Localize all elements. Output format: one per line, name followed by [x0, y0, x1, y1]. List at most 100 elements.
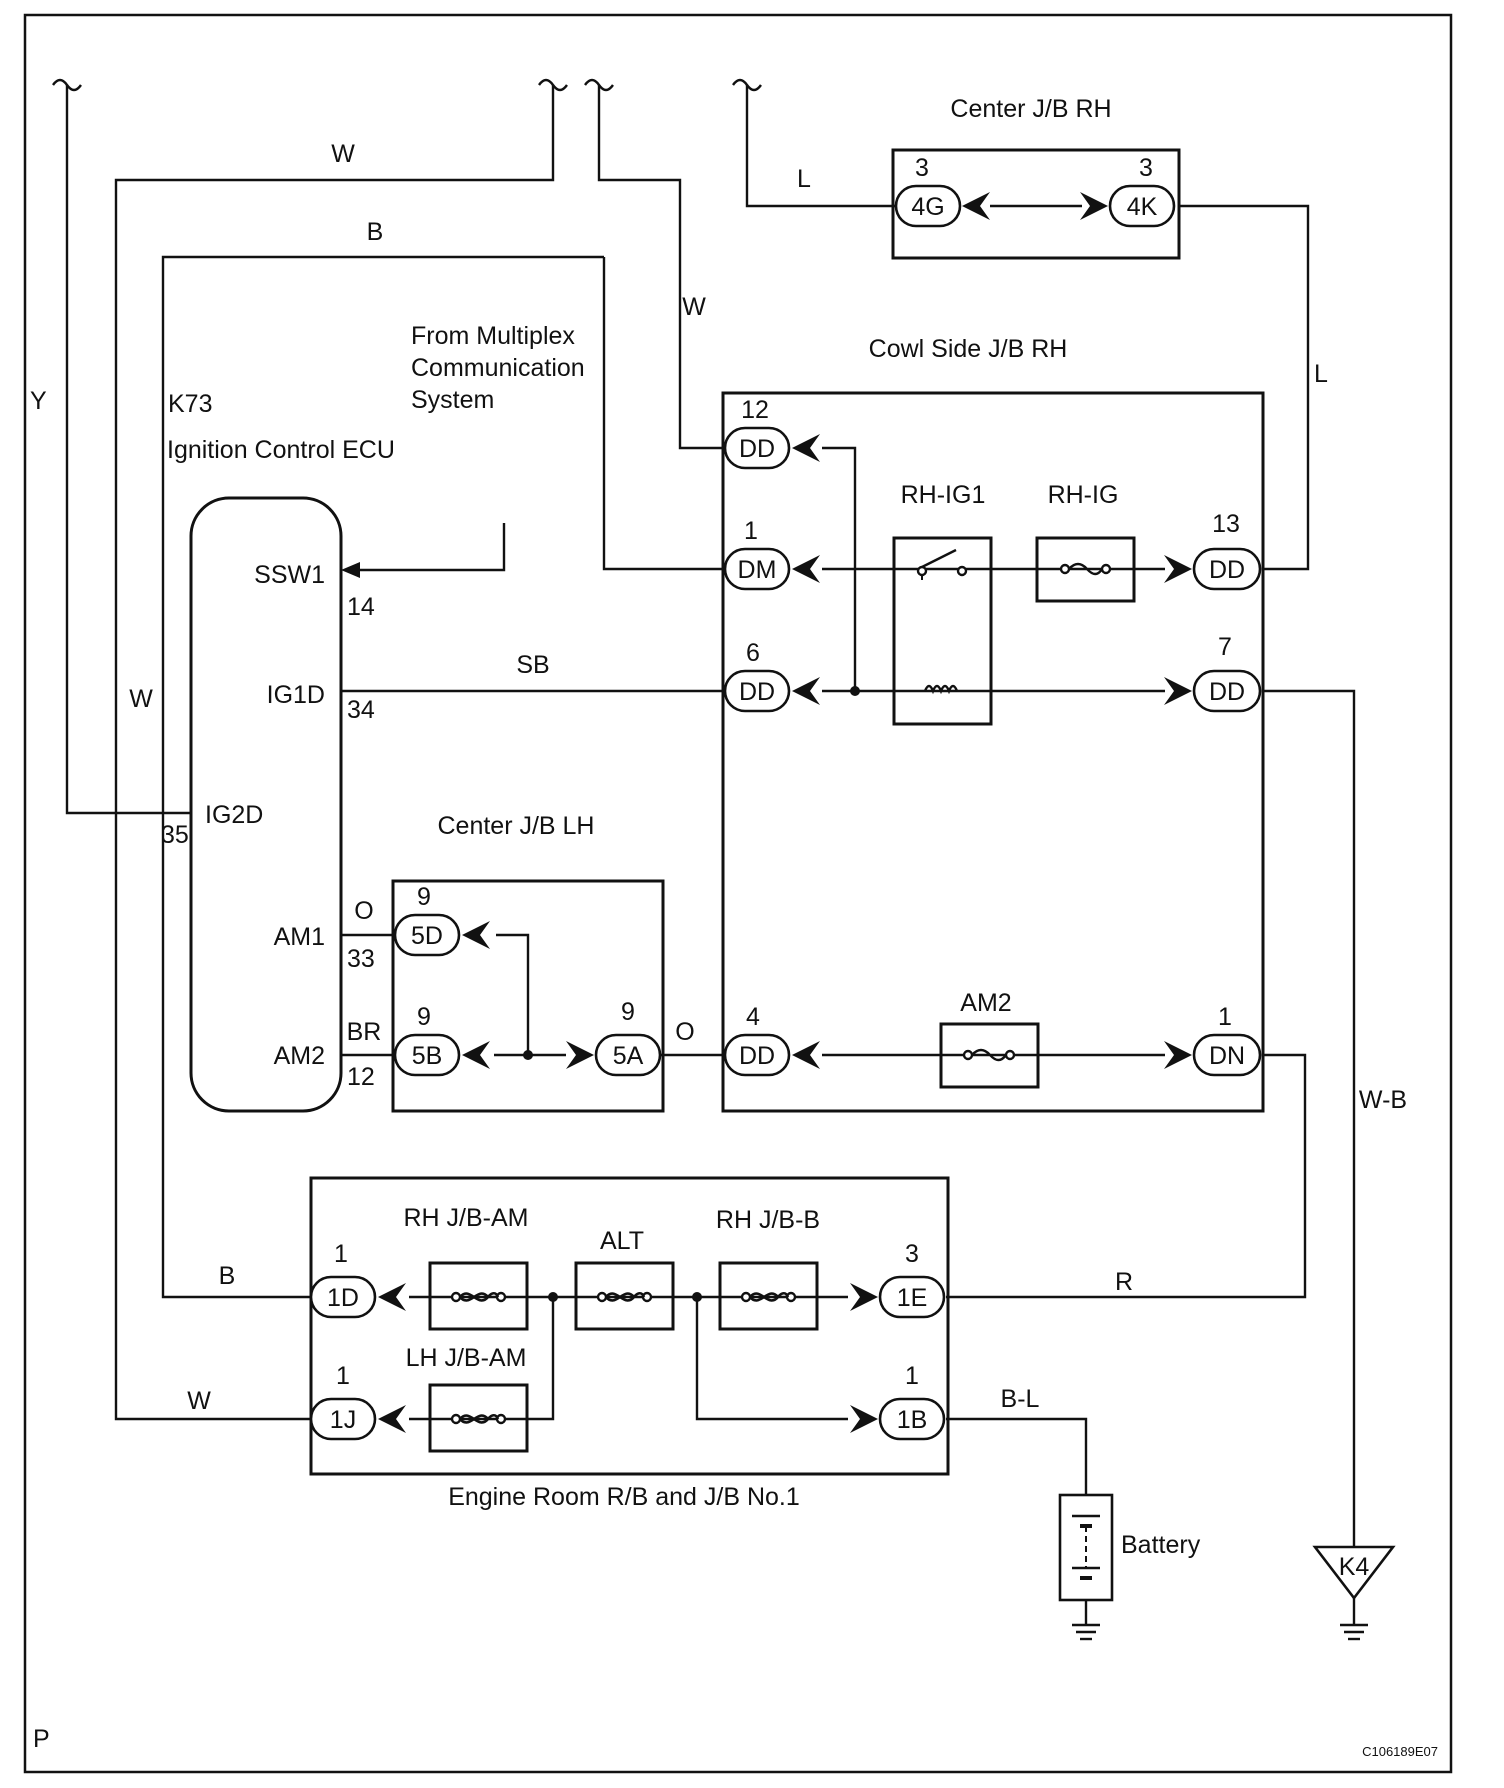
svg-text:1: 1 — [744, 517, 758, 545]
connector-5d: 5D 9 — [393, 883, 490, 957]
svg-text:7: 7 — [1218, 633, 1232, 661]
break-mark — [538, 78, 568, 92]
wire-label-w-left: W — [129, 685, 153, 713]
wire-label-sb: SB — [516, 651, 549, 679]
wire-dn-r — [946, 1053, 1307, 1299]
cowl-side-jb-rh-box — [721, 391, 1265, 1113]
fuse-am2-label: AM2 — [960, 989, 1011, 1017]
ecu-pin-am1: AM1 — [274, 923, 325, 951]
wire-y — [65, 85, 191, 815]
svg-text:1: 1 — [1218, 1003, 1232, 1031]
fuse-rh-jb-b-label: RH J/B-B — [716, 1206, 820, 1234]
svg-text:12: 12 — [741, 396, 769, 424]
ecu-pin-ig2d-number: 35 — [161, 821, 189, 849]
svg-text:13: 13 — [1212, 510, 1240, 538]
connector-4k: 4K 3 — [1080, 154, 1176, 228]
fuse-lh-jb-am-label: LH J/B-AM — [406, 1344, 527, 1372]
connector-1d: 1D 1 — [309, 1240, 406, 1319]
wire-label-b-l: B-L — [1001, 1385, 1040, 1413]
wire-label-l-right: L — [1314, 360, 1328, 388]
ecu-name: Ignition Control ECU — [167, 436, 395, 464]
wire-w-b — [1262, 689, 1356, 1598]
wire-label-l-4g: L — [797, 165, 811, 193]
junction-dot — [523, 1050, 533, 1060]
wire-label-w-dd12: W — [682, 293, 706, 321]
svg-text:6: 6 — [746, 639, 760, 667]
figure-code: C106189E07 — [1362, 1744, 1438, 1759]
wire-label-br-am2: BR — [347, 1018, 382, 1046]
svg-text:1: 1 — [905, 1362, 919, 1390]
svg-text:3: 3 — [1139, 154, 1153, 182]
svg-text:DM: DM — [738, 556, 777, 584]
wire-label-y: Y — [30, 387, 47, 415]
junction-dot — [692, 1292, 702, 1302]
junction-dot — [548, 1292, 558, 1302]
fuse-am2 — [939, 1022, 1040, 1089]
wire-w-dd12 — [597, 85, 725, 450]
ecu-pin-am2: AM2 — [274, 1042, 325, 1070]
fuse-rh-jb-am — [428, 1261, 529, 1331]
fuse-rh-ig-label: RH-IG — [1048, 481, 1119, 509]
svg-text:4G: 4G — [911, 193, 944, 221]
svg-text:1D: 1D — [327, 1284, 359, 1312]
wire-b-l — [946, 1417, 1088, 1495]
ssw1-arrowhead — [341, 562, 360, 578]
center-jb-lh-box — [391, 879, 665, 1113]
ground-k4-label: K4 — [1339, 1553, 1370, 1581]
ecu-pin-ig2d: IG2D — [205, 801, 263, 829]
svg-text:5A: 5A — [613, 1042, 644, 1070]
svg-text:DD: DD — [739, 678, 775, 706]
wire-b-to-dm — [602, 257, 725, 571]
center-jb-rh-title: Center J/B RH — [950, 95, 1111, 123]
svg-text:5B: 5B — [412, 1042, 443, 1070]
svg-text:9: 9 — [621, 998, 635, 1026]
page-frame — [23, 13, 1453, 1774]
svg-text:9: 9 — [417, 883, 431, 911]
ecu-pin-ig1d: IG1D — [267, 681, 325, 709]
ecu-pin-ssw1-number: 14 — [347, 593, 375, 621]
wire-b-top — [161, 255, 604, 1299]
ecu-pin-am2-number: 12 — [347, 1063, 375, 1091]
connector-dd-13: DD 13 — [1164, 510, 1262, 591]
connector-4g: 4G 3 — [894, 154, 990, 228]
svg-text:3: 3 — [915, 154, 929, 182]
break-mark — [584, 78, 614, 92]
relay-rh-ig1-label: RH-IG1 — [901, 481, 986, 509]
wire-w-top — [114, 85, 555, 1421]
wire-multiplex — [352, 523, 506, 572]
wire-l-right — [1180, 204, 1310, 571]
wire-label-r-1e: R — [1115, 1268, 1133, 1296]
wire-cowl-dd12-dd6 — [822, 446, 857, 691]
wire-label-w-top: W — [331, 140, 355, 168]
svg-text:4K: 4K — [1127, 193, 1158, 221]
connector-1b: 1B 1 — [850, 1362, 946, 1441]
fuse-rh-jb-b — [718, 1261, 819, 1331]
ecu-pin-am1-number: 33 — [347, 945, 375, 973]
fuse-rh-jb-am-label: RH J/B-AM — [404, 1204, 529, 1232]
ecu-pin-ig1d-number: 34 — [347, 696, 375, 724]
ecu-id: K73 — [168, 390, 212, 418]
wire-label-o-5a: O — [675, 1018, 694, 1046]
connector-1e: 1E 3 — [850, 1240, 946, 1319]
cowl-side-jb-rh-title: Cowl Side J/B RH — [869, 335, 1068, 363]
svg-text:1B: 1B — [897, 1406, 928, 1434]
junction-dot — [850, 686, 860, 696]
center-jb-lh-title: Center J/B LH — [437, 812, 594, 840]
connector-dd-12: DD 12 — [723, 396, 820, 470]
svg-text:DD: DD — [1209, 678, 1245, 706]
battery-ground-icon — [1072, 1623, 1100, 1641]
svg-text:5D: 5D — [411, 922, 443, 950]
connector-dd-7: DD 7 — [1164, 633, 1262, 713]
wire-label-b-1d: B — [219, 1262, 236, 1290]
battery-label: Battery — [1121, 1531, 1201, 1559]
wire-label-w-b: W-B — [1359, 1086, 1407, 1114]
fuse-alt — [574, 1261, 675, 1331]
center-jb-rh-box — [891, 148, 1181, 260]
fuse-rh-ig — [1035, 536, 1136, 603]
wire-label-b-top: B — [367, 218, 384, 246]
engine-room-rb-box — [309, 1176, 950, 1476]
connector-dd-4: DD 4 — [723, 1003, 820, 1077]
svg-text:9: 9 — [417, 1003, 431, 1031]
ecu-pin-ssw1: SSW1 — [254, 561, 325, 589]
